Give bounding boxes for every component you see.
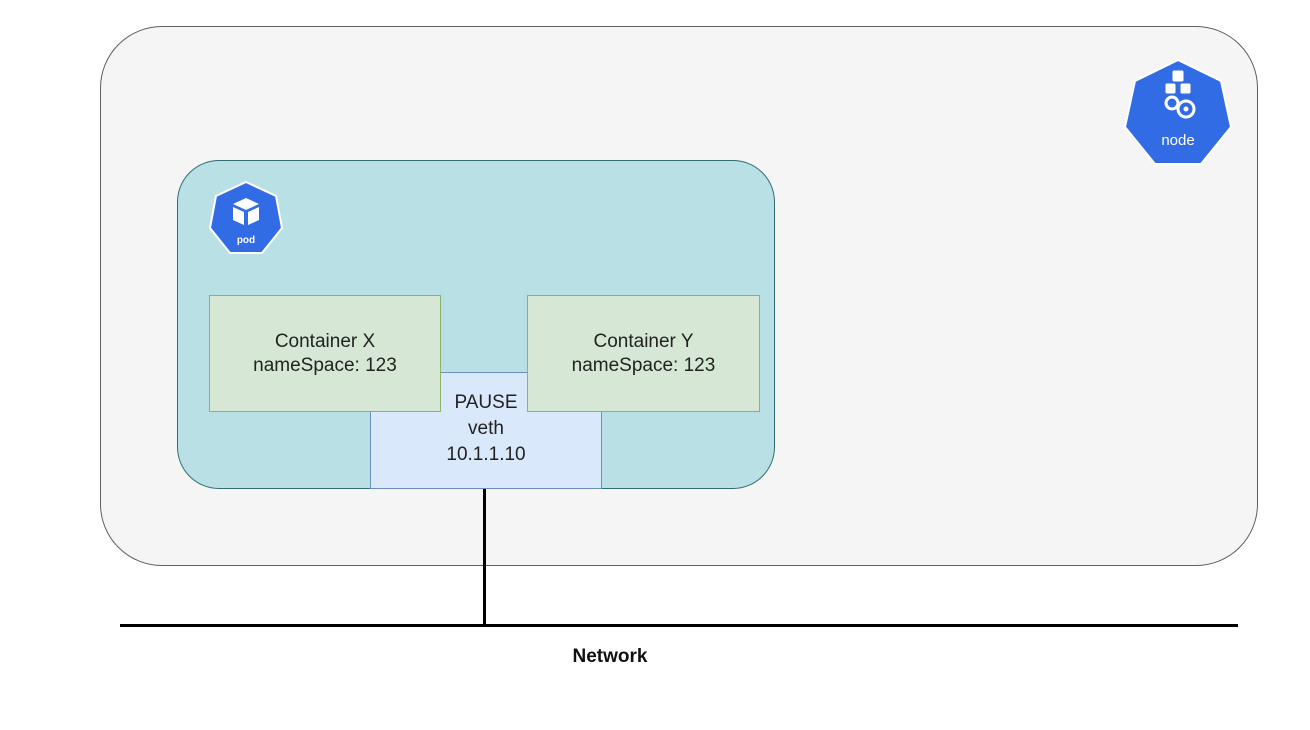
veth-connector-line <box>483 489 486 627</box>
pod-label: pod <box>236 235 256 246</box>
kubernetes-pod-icon: pod <box>208 180 284 256</box>
pause-ip: 10.1.1.10 <box>446 444 526 465</box>
pause-label: PAUSE veth 10.1.1.10 <box>370 390 602 468</box>
pause-title: PAUSE <box>454 392 518 413</box>
container-x-name: Container X <box>274 330 376 352</box>
container-y: Container Y nameSpace: 123 <box>527 295 760 412</box>
kubernetes-node-icon: node <box>1123 58 1233 166</box>
container-y-name: Container Y <box>593 330 694 352</box>
container-y-namespace: nameSpace: 123 <box>571 354 716 376</box>
node-label: node <box>1161 132 1195 149</box>
network-line <box>120 624 1238 627</box>
pause-veth: veth <box>468 418 504 439</box>
container-x: Container X nameSpace: 123 <box>209 295 441 412</box>
container-x-namespace: nameSpace: 123 <box>253 354 397 376</box>
network-label: Network <box>572 646 648 667</box>
